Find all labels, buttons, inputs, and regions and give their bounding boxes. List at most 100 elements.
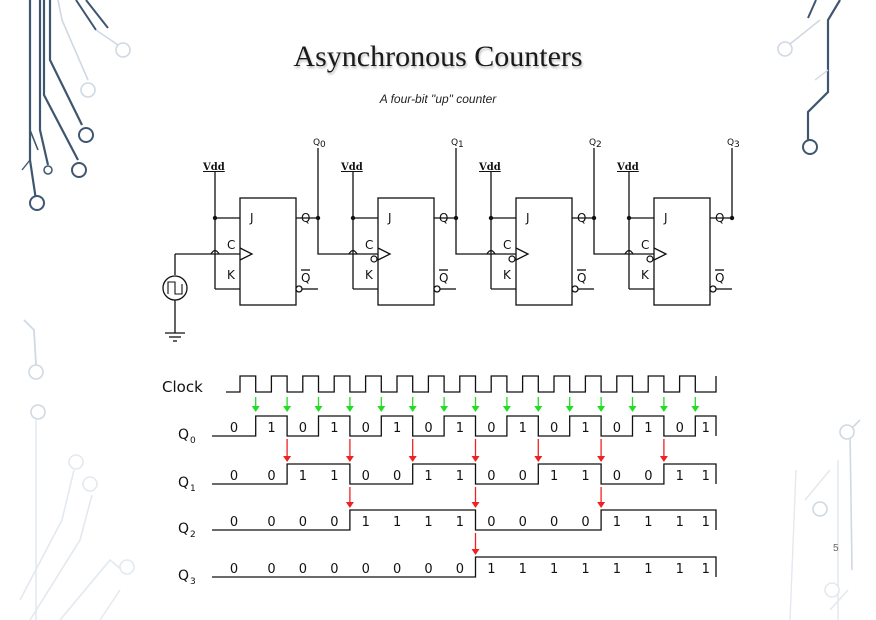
bit-value: 1 — [644, 421, 652, 436]
junction-dot — [626, 215, 632, 221]
bit-value: 0 — [330, 562, 338, 577]
ripple-trigger-arrow-head — [471, 456, 480, 462]
bit-value: 0 — [550, 515, 558, 530]
signal-sub: 1 — [190, 484, 196, 494]
circuit-trace — [42, 0, 79, 161]
bit-value: 1 — [487, 562, 495, 577]
ripple-trigger-arrow-head — [471, 549, 480, 555]
bit-value: 1 — [519, 421, 527, 436]
ripple-trigger-arrow-head — [408, 456, 417, 462]
circuit-trace — [95, 29, 119, 46]
circuit-pad — [80, 82, 96, 98]
qbar-output-label: Q — [715, 271, 724, 285]
bit-value: 0 — [362, 469, 370, 484]
vdd-label: Vdd — [478, 162, 501, 173]
inversion-bubble — [433, 285, 441, 293]
clock-trigger-arrow-head — [502, 406, 511, 412]
bit-value: 1 — [362, 515, 370, 530]
bit-value: 0 — [230, 421, 238, 436]
bit-value: 1 — [393, 515, 401, 530]
q-output-sub: 3 — [734, 140, 740, 150]
junction-dot — [729, 215, 735, 221]
q-output-sub: 2 — [596, 140, 602, 150]
circuit-pad — [119, 559, 135, 575]
circuit-pad — [777, 41, 793, 57]
flipflop-box — [515, 197, 573, 306]
clock-trigger-arrow-head — [534, 406, 543, 412]
circuit-trace — [807, 0, 817, 19]
bit-value: 0 — [267, 515, 275, 530]
pin-c-label: C — [365, 238, 373, 252]
q-output-name: Q — [727, 138, 734, 148]
signal-waveform — [212, 463, 717, 485]
bit-value: 1 — [644, 562, 652, 577]
circuit-pad — [29, 195, 45, 211]
bit-value: 1 — [330, 469, 338, 484]
ripple-clock-wire — [317, 218, 358, 255]
signal-sub: 3 — [190, 577, 196, 587]
bit-value: 1 — [613, 562, 621, 577]
ripple-trigger-arrow-head — [534, 456, 543, 462]
pin-k-label: K — [365, 268, 374, 282]
page-number: 5 — [833, 543, 839, 554]
circuit-trace — [806, 0, 841, 140]
pin-j-label: J — [387, 211, 392, 225]
circuit-trace — [29, 494, 93, 620]
wire-hop — [486, 249, 496, 255]
circuit-pad — [824, 582, 840, 598]
ripple-trigger-arrow-head — [283, 456, 292, 462]
vdd-label: Vdd — [616, 162, 639, 173]
circuit-pad — [802, 139, 818, 155]
bit-value: 1 — [456, 515, 464, 530]
circuit-trace — [59, 558, 123, 620]
clock-waveform — [226, 375, 717, 393]
clock-trigger-arrow-head — [314, 406, 323, 412]
signal-name: Q — [178, 475, 189, 491]
bit-value: 0 — [456, 562, 464, 577]
ripple-trigger-arrow-head — [345, 502, 354, 508]
clock-input-triangle — [239, 247, 254, 261]
circuit-trace — [19, 469, 75, 601]
bit-value: 0 — [362, 562, 370, 577]
bit-value: 1 — [424, 469, 432, 484]
bit-value: 0 — [299, 515, 307, 530]
circuit-trace — [804, 469, 831, 501]
circuit-decoration — [19, 0, 861, 620]
ripple-trigger-arrow-head — [659, 456, 668, 462]
bit-value: 0 — [267, 562, 275, 577]
bit-value: 0 — [230, 562, 238, 577]
clock-trigger-arrow-head — [251, 406, 260, 412]
bit-value: 1 — [702, 515, 710, 530]
bit-value: 0 — [550, 421, 558, 436]
bit-value: 0 — [613, 421, 621, 436]
bit-value: 0 — [330, 515, 338, 530]
bit-value: 0 — [519, 515, 527, 530]
clock-source — [162, 253, 220, 342]
signal-sub: 2 — [190, 530, 196, 540]
clock-trigger-arrow-head — [628, 406, 637, 412]
clock-trigger-arrow-head — [377, 406, 386, 412]
bit-value: 1 — [676, 562, 684, 577]
bit-value: 1 — [456, 469, 464, 484]
bit-value: 1 — [550, 469, 558, 484]
bit-value: 0 — [393, 562, 401, 577]
bit-value: 1 — [456, 421, 464, 436]
circuit-pad — [839, 424, 855, 440]
circuit-pad — [30, 404, 46, 420]
bit-value: 0 — [230, 469, 238, 484]
circuit-trace — [85, 0, 109, 29]
pin-k-label: K — [227, 268, 236, 282]
circuit-pad — [71, 162, 87, 178]
ripple-clock-wire — [593, 218, 634, 255]
inversion-bubble — [709, 285, 717, 293]
bit-value: 0 — [424, 562, 432, 577]
clock-trigger-arrow-head — [408, 406, 417, 412]
pin-j-label: J — [525, 211, 530, 225]
bit-value: 1 — [581, 421, 589, 436]
slide-subtitle: A four-bit "up" counter — [379, 92, 497, 106]
circuit-trace — [48, 0, 83, 126]
bit-value: 0 — [487, 421, 495, 436]
